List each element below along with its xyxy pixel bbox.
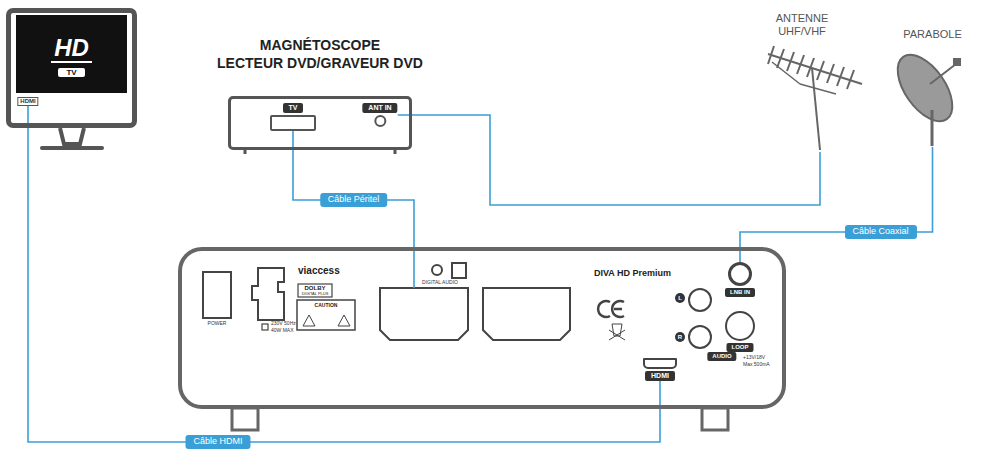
cable-line (398, 115, 820, 205)
rating-text: +13V/18V (743, 355, 765, 361)
logo-text: DIGITAL PLUS (302, 292, 329, 297)
cable-label: Câble Péritel (320, 193, 388, 207)
lnb-input-port: LNB IN (725, 262, 755, 297)
logo-text: DOLBY (305, 285, 326, 292)
hdmi-port: HDMI (17, 97, 38, 106)
warning-text: CAUTION (315, 303, 338, 309)
receiver-foot (702, 408, 728, 430)
tv-screen (16, 15, 127, 93)
receiver-foot (232, 408, 258, 430)
satellite-receiver: viaccess DIVA HD PremiumHDMI LNB IN (178, 247, 786, 409)
tv-set: HD TV HDMI (6, 8, 137, 128)
cable-line (740, 147, 933, 262)
port-label: LOOP (726, 343, 753, 352)
rating-text: 230V 50Hz (271, 321, 296, 327)
device-heading: LECTEUR DVD/GRAVEUR DVD (160, 55, 480, 71)
cable-label: Câble HDMI (185, 435, 250, 449)
antenna-drawing (768, 46, 862, 150)
port-label: HDMI (17, 97, 38, 106)
dish-drawing (887, 45, 963, 146)
port-label: HDMI (645, 371, 675, 381)
device-name: PARABOLE (895, 28, 970, 40)
cable-line (28, 106, 660, 442)
tv-base (42, 146, 102, 150)
port-label: ANT IN (362, 103, 397, 113)
panel-text: POWER (208, 321, 227, 327)
uhf-vhf-antenna: ANTENNE UHF/VHF (770, 12, 870, 152)
connector-socket (270, 115, 316, 131)
device-heading: MAGNÉTOSCOPE (160, 37, 480, 53)
connector-socket (728, 262, 752, 286)
port-label: LNB IN (725, 288, 755, 297)
antenna-input-port: ANT IN (362, 103, 397, 127)
brand-text: viaccess (298, 265, 340, 276)
receiver-panel (203, 263, 754, 348)
hdmi-port: HDMI (643, 358, 677, 381)
vcr-feet (245, 150, 395, 154)
cable-line (293, 131, 414, 288)
channel-label: R (675, 332, 685, 342)
tv-logo-tag: TV (58, 68, 85, 77)
connector-socket (374, 115, 386, 127)
device-name: ANTENNE UHF/VHF (772, 12, 832, 38)
vcr-dvd-box: MAGNÉTOSCOPELECTEUR DVD/GRAVEUR DVDTVANT… (228, 96, 412, 150)
connector-socket (643, 358, 677, 369)
model-name: DIVA HD Premium (594, 268, 671, 278)
channel-label: L (675, 293, 685, 303)
port-label: DIGITAL AUDIO (422, 280, 458, 286)
rating-text: 40W MAX (271, 328, 294, 334)
rating-text: Max 500mA (743, 362, 770, 368)
tv-logo-text: HD (51, 35, 92, 63)
port-label: TV (283, 103, 304, 113)
cable-label: Câble Coaxial (844, 225, 916, 239)
satellite-dish: PARABOLE (895, 12, 970, 147)
tv-stand (60, 128, 84, 144)
scart-port: TV (270, 103, 316, 131)
port-label: AUDIO (707, 352, 736, 361)
